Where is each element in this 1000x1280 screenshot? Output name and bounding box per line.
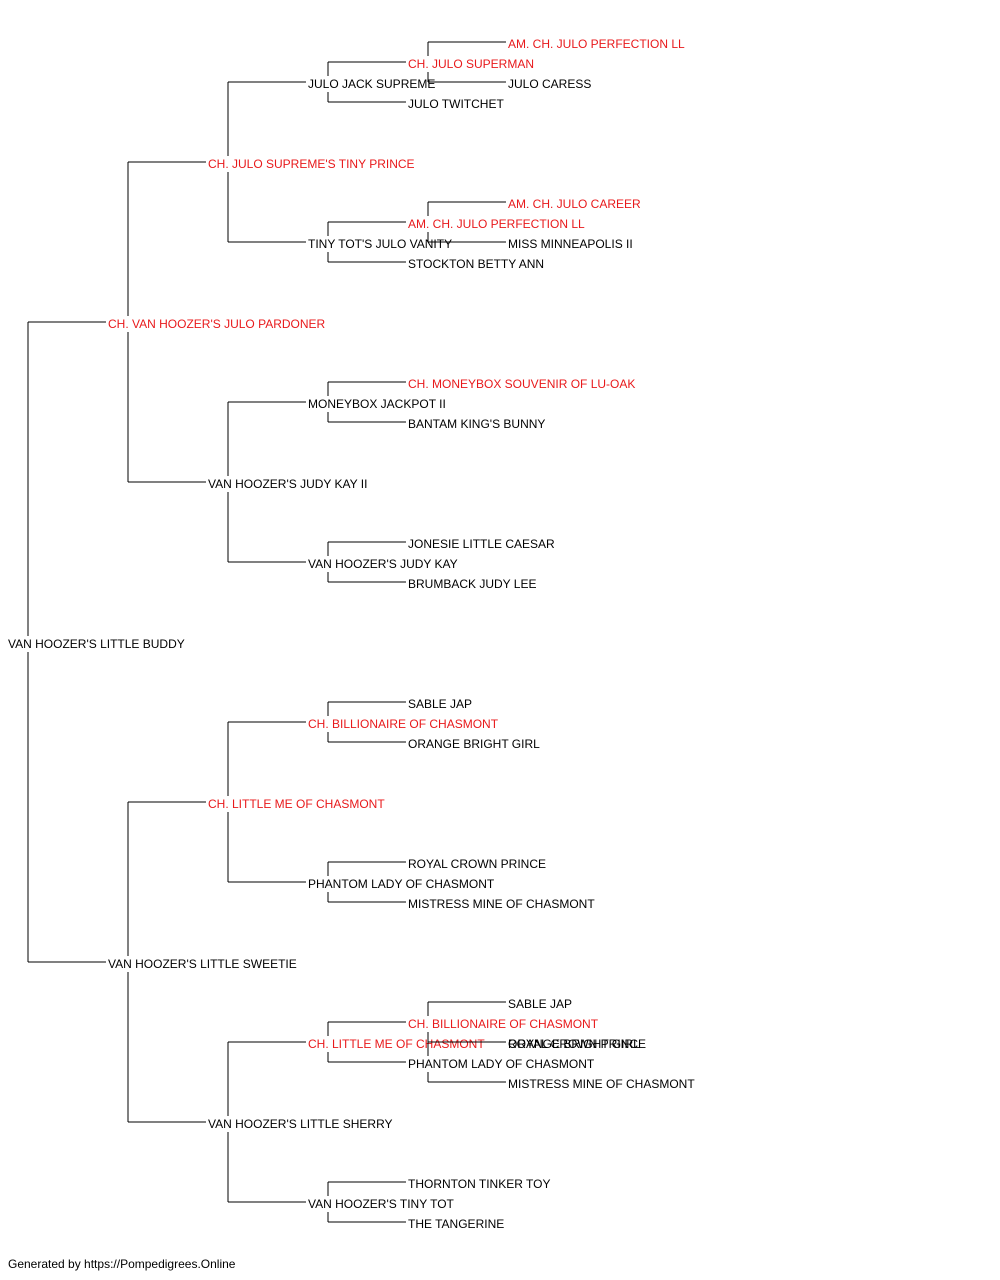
ancestor-name: BRUMBACK JUDY LEE (408, 577, 536, 591)
ancestor-name: SABLE JAP (408, 697, 472, 711)
ancestor-name: TINY TOT'S JULO VANITY (308, 237, 452, 251)
ancestor-name: MISTRESS MINE OF CHASMONT (508, 1077, 695, 1091)
ancestor-name: THE TANGERINE (408, 1217, 504, 1231)
ancestor-name: JULO JACK SUPREME (308, 77, 435, 91)
ancestor-name: VAN HOOZER'S LITTLE SHERRY (208, 1117, 393, 1131)
ancestor-name: JULO CARESS (508, 77, 591, 91)
ancestor-name: PHANTOM LADY OF CHASMONT (308, 877, 495, 891)
ancestor-name: CH. BILLIONAIRE OF CHASMONT (408, 1017, 599, 1031)
ancestor-name: MONEYBOX JACKPOT II (308, 397, 446, 411)
ancestor-name: MISS MINNEAPOLIS II (508, 237, 633, 251)
ancestor-name: JULO TWITCHET (408, 97, 504, 111)
ancestor-name: VAN HOOZER'S JUDY KAY II (208, 477, 367, 491)
ancestor-name: CH. LITTLE ME OF CHASMONT (308, 1037, 485, 1051)
ancestor-name: AM. CH. JULO PERFECTION LL (508, 37, 685, 51)
ancestor-name: MISTRESS MINE OF CHASMONT (408, 897, 595, 911)
ancestor-name: VAN HOOZER'S TINY TOT (308, 1197, 455, 1211)
ancestor-name: ORANGE BRIGHT GIRL (508, 1037, 640, 1051)
ancestor-name: PHANTOM LADY OF CHASMONT (408, 1057, 595, 1071)
ancestor-name: VAN HOOZER'S JUDY KAY (308, 557, 458, 571)
ancestor-name: CH. MONEYBOX SOUVENIR OF LU-OAK (408, 377, 635, 391)
ancestor-name: ORANGE BRIGHT GIRL (408, 737, 540, 751)
ancestor-name: JONESIE LITTLE CAESAR (408, 537, 555, 551)
ancestor-name: CH. JULO SUPERMAN (408, 57, 534, 71)
ancestor-name: ROYAL CROWN PRINCE (408, 857, 546, 871)
ancestor-name: ROYAL CROWN PRINCE (508, 1037, 646, 1051)
ancestor-name: AM. CH. JULO CAREER (508, 197, 641, 211)
ancestor-name: CH. LITTLE ME OF CHASMONT (208, 797, 385, 811)
subject-dog-name: VAN HOOZER'S LITTLE BUDDY (8, 637, 185, 651)
generated-by-footer: Generated by https://Pompedigrees.Online (8, 1257, 236, 1271)
ancestor-name: SABLE JAP (508, 997, 572, 1011)
ancestor-name: BANTAM KING'S BUNNY (408, 417, 545, 431)
ancestor-name: THORNTON TINKER TOY (408, 1177, 550, 1191)
ancestor-name: CH. BILLIONAIRE OF CHASMONT (308, 717, 499, 731)
ancestor-name: CH. VAN HOOZER'S JULO PARDONER (108, 317, 326, 331)
ancestor-name: VAN HOOZER'S LITTLE SWEETIE (108, 957, 297, 971)
ancestor-name: AM. CH. JULO PERFECTION LL (408, 217, 585, 231)
ancestor-name: STOCKTON BETTY ANN (408, 257, 544, 271)
ancestor-name: CH. JULO SUPREME'S TINY PRINCE (208, 157, 415, 171)
